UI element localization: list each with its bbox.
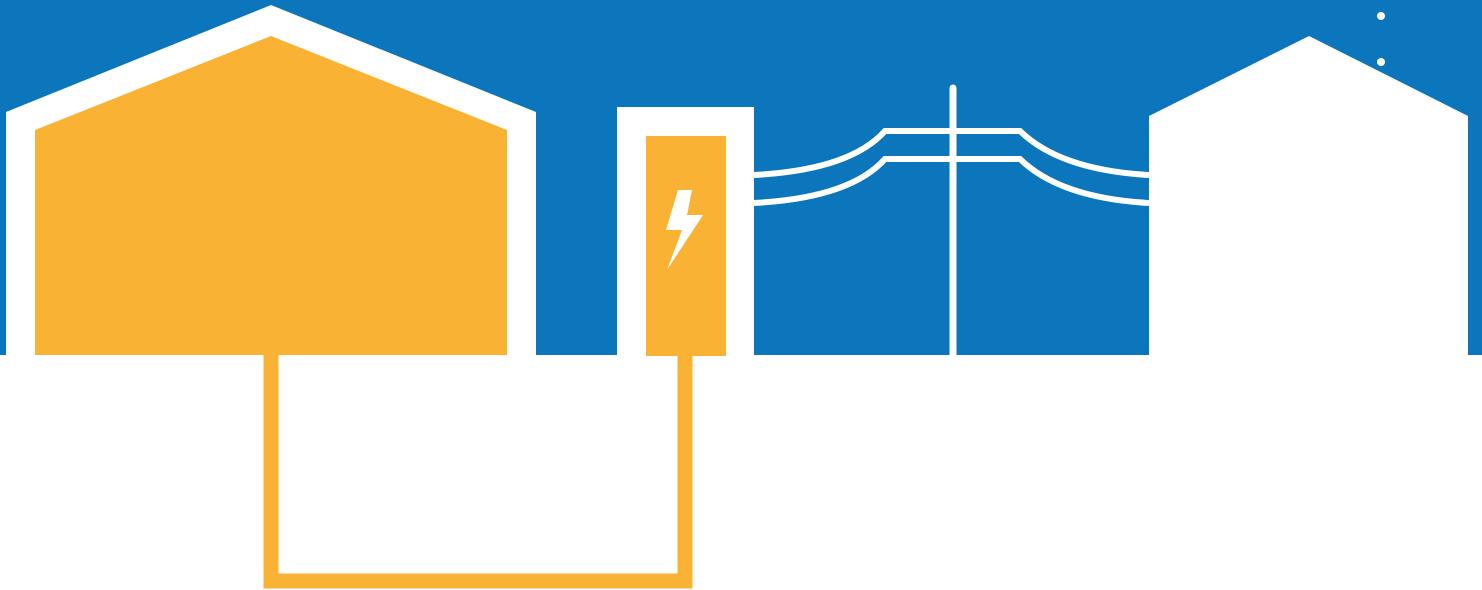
ground [0,355,1482,590]
meter-panel [646,136,726,356]
decorative-dot [1377,58,1385,66]
electric-meter [617,107,754,356]
decorative-dot [1377,12,1385,20]
